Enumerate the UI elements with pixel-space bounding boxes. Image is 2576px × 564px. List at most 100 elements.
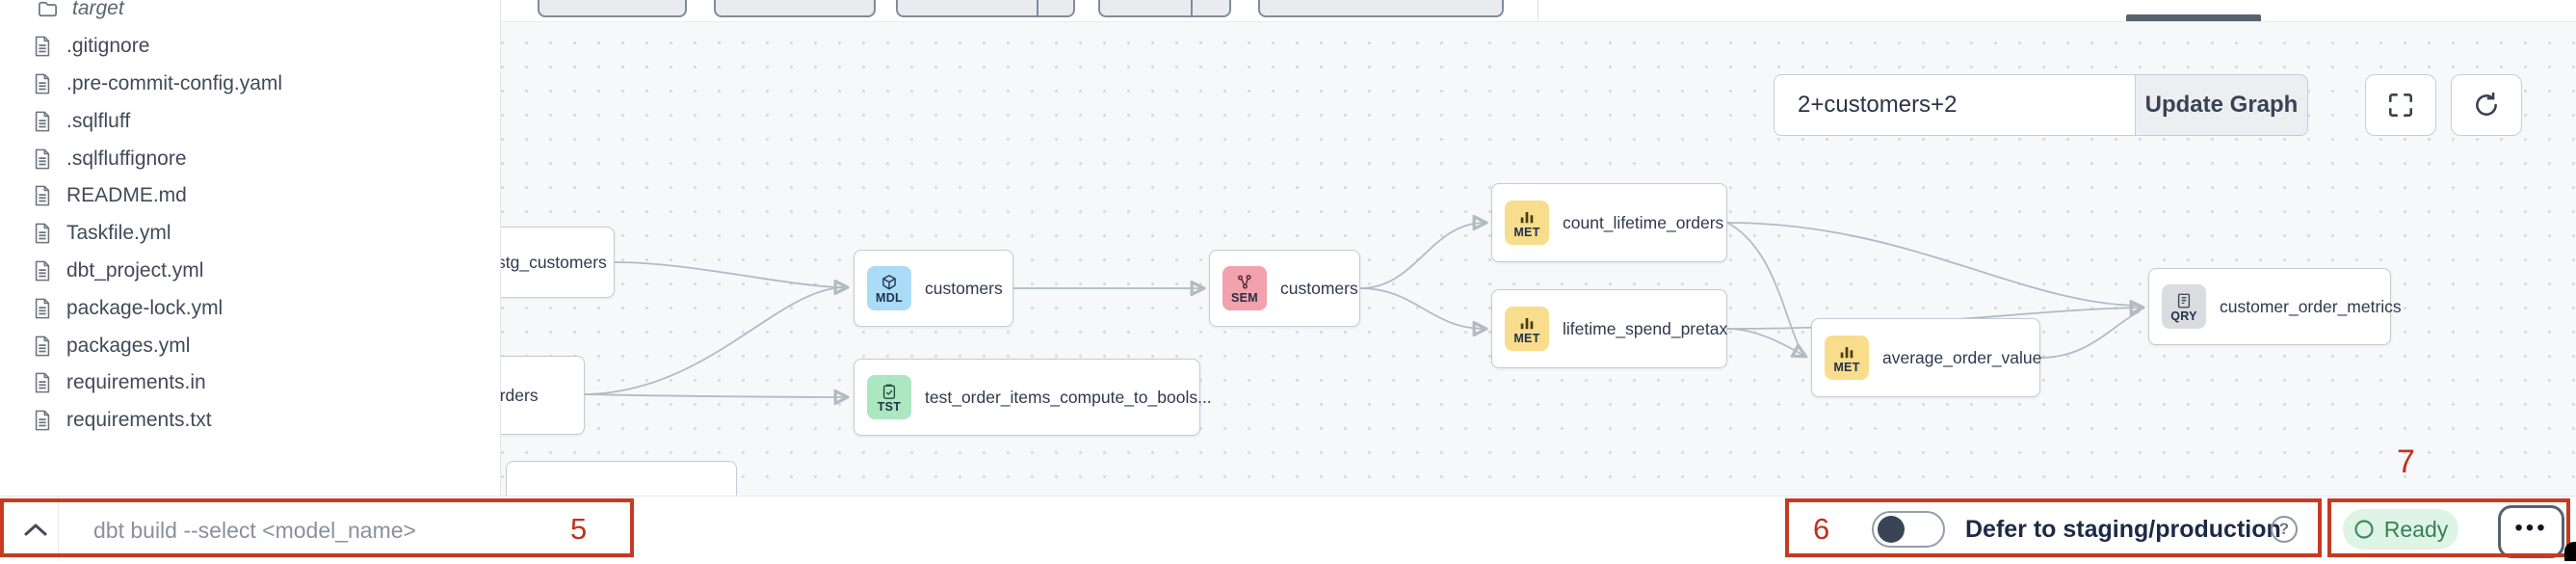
edge <box>614 261 846 287</box>
toggle-knob <box>1878 516 1905 543</box>
bottom-bar: Defer to staging/production ? Ready ••• <box>0 496 2576 564</box>
edge <box>1726 222 1802 353</box>
defer-toggle[interactable] <box>1872 511 1945 548</box>
graph-node[interactable]: MET lifetime_spend_pretax <box>1491 289 1727 368</box>
ready-circle-icon <box>2354 520 2374 539</box>
file-tree-item[interactable]: README.md <box>0 177 500 215</box>
file-tree-item[interactable]: .gitignore <box>0 28 500 66</box>
update-graph-button[interactable]: Update Graph <box>2136 74 2308 136</box>
graph-node[interactable]: MET average_order_value <box>1811 318 2042 397</box>
chevron-up-icon <box>24 524 47 535</box>
file-tree-item[interactable]: .pre-commit-config.yaml <box>0 66 500 103</box>
refresh-button[interactable] <box>2451 74 2522 136</box>
file-name: requirements.txt <box>66 409 212 432</box>
file-name: .sqlfluff <box>66 109 131 132</box>
edge <box>1359 223 1485 289</box>
file-icon <box>32 72 53 95</box>
fullscreen-button[interactable] <box>2365 74 2436 136</box>
file-tree-item[interactable]: requirements.in <box>0 364 500 402</box>
metric-icon <box>1518 208 1536 226</box>
file-name: .pre-commit-config.yaml <box>66 71 283 94</box>
graph-node[interactable]: QRY customer_order_metrics <box>2148 268 2402 345</box>
node-type-chip: TST <box>867 375 911 419</box>
node-label: orders <box>501 385 539 405</box>
graph-node[interactable]: TST test_order_items_compute_to_bools... <box>854 359 1212 436</box>
file-name: requirements.in <box>66 371 206 394</box>
file-icon <box>32 259 53 282</box>
graph-node[interactable]: SEM customers <box>1209 250 1360 327</box>
file-name: package-lock.yml <box>66 296 223 319</box>
toolbar-button-partial[interactable] <box>1098 0 1231 17</box>
file-icon <box>32 148 53 171</box>
lineage-canvas[interactable]: MDL stg_customers MDL orders MDL custome… <box>501 21 2576 496</box>
file-icon <box>32 371 53 394</box>
file-tree-item[interactable]: dbt_project.yml <box>0 253 500 290</box>
toolbar-button-partial[interactable] <box>896 0 1075 17</box>
edge <box>1359 287 1485 329</box>
node-label: customer_order_metrics <box>2220 296 2402 316</box>
overflow-menu-button[interactable]: ••• <box>2498 505 2564 558</box>
toolbar-button-partial[interactable] <box>538 0 687 17</box>
graph-node[interactable]: MET count_lifetime_orders <box>1491 183 1727 262</box>
file-name: .sqlfluffignore <box>66 147 187 170</box>
node-label: customers <box>925 278 1003 298</box>
edge <box>584 394 846 397</box>
file-name: .gitignore <box>66 35 150 58</box>
file-icon <box>32 297 53 320</box>
node-label: average_order_value <box>1882 347 2042 367</box>
folder-icon <box>37 0 59 20</box>
top-toolbar-strip <box>501 0 2576 22</box>
file-tree-item[interactable]: requirements.txt <box>0 402 500 440</box>
node-type-chip: QRY <box>2162 284 2206 329</box>
divider <box>58 497 59 561</box>
command-input[interactable] <box>77 497 635 564</box>
model-icon <box>881 274 898 291</box>
selector-input[interactable] <box>1774 74 2136 136</box>
ellipsis-icon: ••• <box>2514 514 2548 541</box>
partial-node[interactable] <box>506 461 737 496</box>
graph-selector-group: Update Graph <box>1774 74 2308 136</box>
file-icon <box>32 184 53 207</box>
graph-node[interactable]: MDL orders <box>501 356 585 435</box>
file-tree-item[interactable]: Taskfile.yml <box>0 215 500 253</box>
toolbar-button-partial[interactable] <box>714 0 876 17</box>
edge <box>2039 310 2141 359</box>
screen-corner-artifact <box>2564 542 2576 561</box>
file-tree-panel: target .gitignore .pre-commit-config.yam… <box>0 0 501 496</box>
file-name: target <box>72 0 124 20</box>
semantic-icon <box>1236 274 1253 291</box>
node-type-chip: MET <box>1505 307 1549 351</box>
file-tree-item[interactable]: packages.yml <box>0 327 500 364</box>
graph-node[interactable]: MDL customers <box>854 250 1013 327</box>
expand-command-bar-button[interactable] <box>13 497 58 562</box>
toolbar-button-partial[interactable] <box>1258 0 1504 17</box>
file-tree-item[interactable]: .sqlfluffignore <box>0 140 500 177</box>
metric-icon <box>1518 314 1536 332</box>
node-type-badge: TST <box>877 399 902 414</box>
status-badge[interactable]: Ready <box>2343 509 2458 550</box>
file-tree: target .gitignore .pre-commit-config.yam… <box>0 0 500 440</box>
node-label: count_lifetime_orders <box>1563 212 1724 232</box>
file-tree-item[interactable]: .sqlfluff <box>0 102 500 140</box>
node-label: lifetime_spend_pretax <box>1563 318 1728 338</box>
node-type-badge: MET <box>1833 360 1860 374</box>
graph-node[interactable]: MDL stg_customers <box>501 227 615 298</box>
node-type-chip: MET <box>1505 201 1549 245</box>
node-type-badge: MDL <box>876 290 903 305</box>
edge <box>1726 222 2140 307</box>
node-type-chip: SEM <box>1222 266 1267 310</box>
file-icon <box>32 409 53 432</box>
active-tab-underline <box>2126 14 2261 21</box>
edge <box>1726 328 1804 356</box>
file-name: Taskfile.yml <box>66 222 171 245</box>
button-divider <box>1191 0 1193 15</box>
status-text: Ready <box>2383 516 2449 542</box>
file-name: dbt_project.yml <box>66 258 204 282</box>
help-icon[interactable]: ? <box>2271 516 2298 543</box>
file-tree-item[interactable]: target <box>0 0 500 28</box>
node-label: customers <box>1280 278 1358 298</box>
file-icon <box>32 110 53 133</box>
metric-icon <box>1838 343 1855 361</box>
button-divider <box>1037 0 1038 15</box>
file-tree-item[interactable]: package-lock.yml <box>0 289 500 327</box>
